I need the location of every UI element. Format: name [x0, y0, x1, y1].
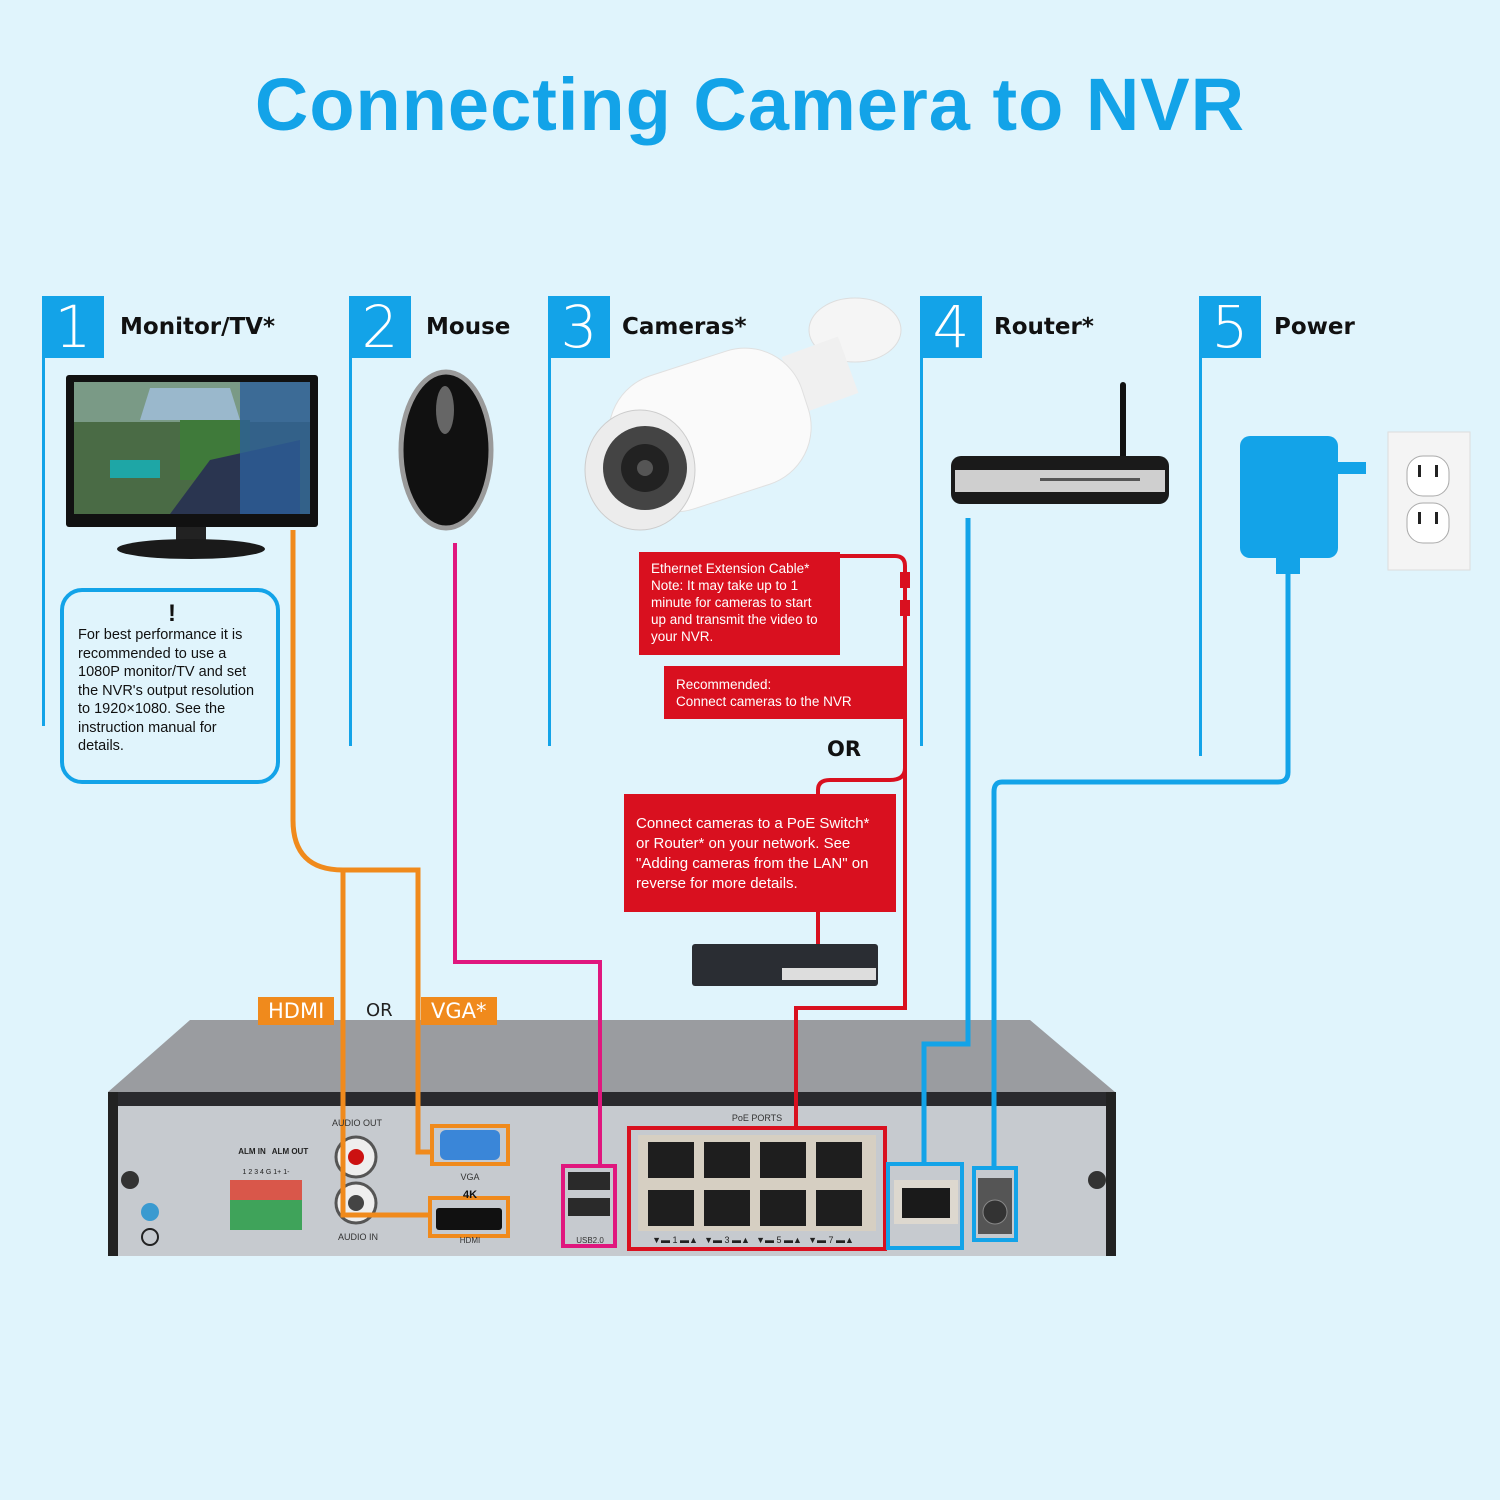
extension-cable-note: Ethernet Extension Cable* Note: It may t… [639, 552, 840, 655]
poe-port-number: ▼▬ 5 ▬▲ [756, 1235, 802, 1245]
alarm-pins-label: 1 2 3 4 G 1+ 1- [243, 1169, 291, 1176]
power-cable [991, 574, 1291, 1168]
poe-port [704, 1190, 750, 1226]
alarm-in-label: ALM IN [238, 1147, 266, 1156]
step-4-number: 4 [920, 296, 982, 358]
step-1-number: 1 [42, 296, 104, 358]
poe-switch-icon [692, 944, 878, 986]
step-2-number: 2 [349, 296, 411, 358]
usb-port-2 [568, 1198, 610, 1216]
poe-number-labels: ▼▬ 1 ▬▲ ▼▬ 3 ▬▲ ▼▬ 5 ▬▲ ▼▬ 7 ▬▲ [652, 1235, 854, 1245]
vga-highlight [430, 1124, 510, 1166]
ground-screw-icon [141, 1203, 159, 1221]
nvr-device [108, 1020, 1116, 1256]
mouse-icon [398, 369, 494, 531]
router-icon [951, 382, 1169, 504]
poe-port-number: ▼▬ 3 ▬▲ [704, 1235, 750, 1245]
hdmi-4k-label: 4K [463, 1189, 477, 1201]
step-1-label: Monitor/TV* [120, 314, 276, 340]
poe-port [704, 1142, 750, 1178]
wall-outlet-icon [1387, 431, 1471, 571]
alarm-out-label: ALM OUT [272, 1147, 309, 1156]
step-4-guide-line [920, 296, 923, 746]
poe-port-number: ▼▬ 7 ▬▲ [808, 1235, 854, 1245]
cable-connector-bottom [900, 600, 910, 616]
poe-port-group [638, 1135, 876, 1231]
poe-port [760, 1190, 806, 1226]
video-or-label: OR [366, 1000, 393, 1021]
warning-icon: ! [168, 600, 176, 627]
vga-label: VGA [460, 1172, 479, 1182]
audio-out-label: AUDIO OUT [332, 1118, 383, 1128]
or-label: OR [827, 737, 862, 761]
step-5-guide-line [1199, 296, 1202, 756]
vga-tag: VGA* [421, 997, 497, 1025]
step-4-label: Router* [994, 314, 1094, 340]
monitor-note-text: For best performance it is recommended t… [78, 627, 255, 754]
monitor-note-box: ! For best performance it is recommended… [60, 588, 280, 784]
poe-port [760, 1142, 806, 1178]
step-2-label: Mouse [426, 314, 511, 340]
mouse-cable [453, 543, 602, 1166]
hdmi-port [436, 1208, 502, 1230]
poe-switch-note: Connect cameras to a PoE Switch* or Rout… [624, 794, 896, 912]
monitor-icon [66, 375, 318, 559]
cable-connector-top [900, 572, 910, 588]
step-2-guide-line [349, 296, 352, 746]
diagram-title: Connecting Camera to NVR [254, 63, 1246, 146]
vga-port [440, 1130, 500, 1160]
alarm-terminal-red [230, 1180, 302, 1200]
poe-switch-branch [816, 767, 907, 795]
usb-port-1 [568, 1172, 610, 1190]
step-3-label: Cameras* [622, 314, 747, 340]
recommended-note: Recommended: Connect cameras to the NVR [664, 666, 906, 719]
hdmi-cable [340, 870, 430, 1218]
step-5-label: Power [1274, 314, 1355, 340]
poe-port [648, 1142, 694, 1178]
poe-ports-highlight [627, 1126, 887, 1251]
step-5-number: 5 [1199, 296, 1261, 358]
step-1-guide-line [42, 296, 45, 726]
hdmi-tag: HDMI [258, 997, 335, 1025]
audio-in-label: AUDIO IN [338, 1232, 378, 1242]
alarm-terminal-green [230, 1200, 302, 1230]
power-adapter-icon [1240, 436, 1366, 574]
usb-highlight [561, 1164, 617, 1248]
poe-ports-label: PoE PORTS [732, 1113, 782, 1123]
poe-port [816, 1190, 862, 1226]
camera-cable [794, 554, 907, 1128]
poe-port-number: ▼▬ 1 ▬▲ [652, 1235, 698, 1245]
poe-port [816, 1142, 862, 1178]
ground-symbol-icon [141, 1228, 159, 1246]
step-3-guide-line [548, 296, 551, 746]
vga-cable [290, 530, 432, 1155]
usb-label: USB2.0 [576, 1236, 604, 1245]
router-cable [921, 518, 971, 1166]
poe-port [648, 1190, 694, 1226]
camera-icon [584, 297, 902, 531]
step-3-number: 3 [548, 296, 610, 358]
hdmi-label: HDMI [460, 1236, 480, 1245]
